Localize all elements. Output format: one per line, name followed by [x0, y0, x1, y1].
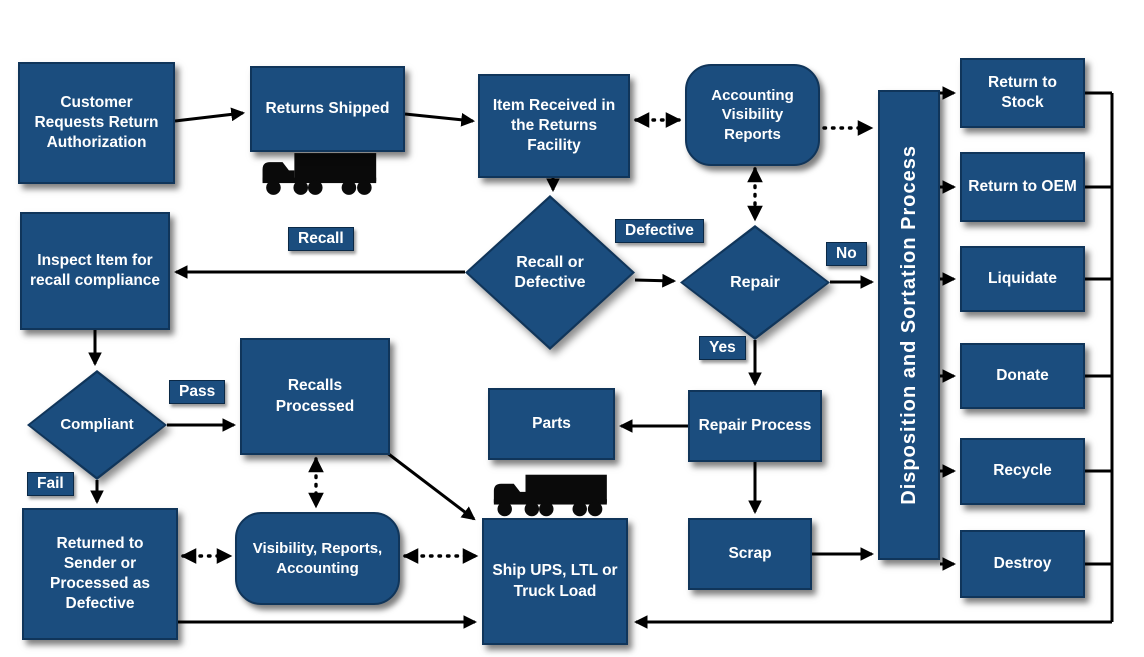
edge-label-yes: Yes — [699, 336, 746, 360]
node-customer-request: Customer Requests Return Authorization — [18, 62, 175, 184]
node-recalls-processed: Recalls Processed — [240, 338, 390, 455]
bar-disposition-sortation-process: Disposition and Sortation Process — [878, 90, 940, 560]
edge-label-defective: Defective — [615, 219, 704, 243]
node-return-to-stock: Return to Stock — [960, 58, 1085, 128]
decision-compliant: Compliant — [27, 370, 167, 480]
edge-label-fail: Fail — [27, 472, 74, 496]
node-returned-to-sender: Returned to Sender or Processed as Defec… — [22, 508, 178, 640]
node-repair-process: Repair Process — [688, 390, 822, 462]
decision-repair-label: Repair — [730, 273, 780, 291]
node-return-to-oem: Return to OEM — [960, 152, 1085, 222]
truck-icon — [493, 474, 607, 517]
solid-arrows — [88, 86, 957, 571]
node-liquidate: Liquidate — [960, 246, 1085, 312]
edge-label-recall: Recall — [288, 227, 354, 251]
node-returns-shipped: Returns Shipped — [250, 66, 405, 152]
decision-recall-or-defective-label: Recall or Defective — [514, 253, 586, 291]
decision-recall-or-defective: Recall or Defective — [465, 195, 635, 350]
edge-label-no: No — [826, 242, 867, 266]
node-parts: Parts — [488, 388, 615, 460]
bar-disposition-label: Disposition and Sortation Process — [898, 145, 920, 505]
edge-label-pass: Pass — [169, 380, 226, 404]
decision-compliant-label: Compliant — [60, 415, 134, 433]
node-accounting-visibility-reports: Accounting Visibility Reports — [685, 64, 820, 166]
node-scrap: Scrap — [688, 518, 812, 590]
node-visibility-reports-accounting: Visibility, Reports, Accounting — [235, 512, 400, 605]
dotted-arrows — [180, 112, 874, 564]
feedback-rail — [178, 91, 1114, 629]
node-destroy: Destroy — [960, 530, 1085, 598]
node-recycle: Recycle — [960, 438, 1085, 505]
node-ship-ups-ltl-truckload: Ship UPS, LTL or Truck Load — [482, 518, 628, 645]
node-inspect-item: Inspect Item for recall compliance — [20, 212, 170, 330]
decision-repair: Repair — [680, 225, 830, 340]
node-item-received: Item Received in the Returns Facility — [478, 74, 630, 178]
node-donate: Donate — [960, 343, 1085, 409]
truck-icon — [262, 153, 377, 195]
